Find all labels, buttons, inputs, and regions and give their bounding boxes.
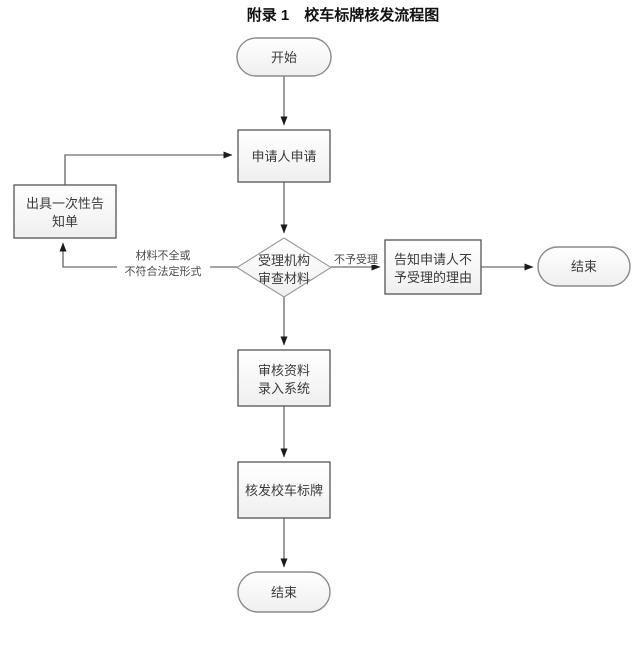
audit-step-shape bbox=[237, 349, 331, 407]
node-issue: 核发校车标牌 bbox=[237, 461, 331, 519]
apply-step-shape bbox=[237, 129, 331, 183]
edge-label-incomplete-line1: 材料不全或 bbox=[136, 248, 191, 262]
apply-label: 申请人申请 bbox=[251, 149, 316, 164]
inform-step-shape bbox=[384, 239, 482, 295]
inform-label-line2: 予受理的理由 bbox=[394, 270, 472, 285]
edge-label-incomplete-line2: 不符合法定形式 bbox=[125, 264, 202, 278]
audit-label-line2: 录入系统 bbox=[258, 381, 310, 396]
inform-label-line1: 告知申请人不 bbox=[394, 252, 472, 267]
diagram-title: 附录 1 校车标牌核发流程图 bbox=[247, 6, 440, 24]
issue-label: 核发校车标牌 bbox=[245, 483, 323, 498]
end-bottom-terminator-shape bbox=[237, 571, 331, 613]
node-inform: 告知申请人不 予受理的理由 bbox=[384, 239, 482, 295]
review-label-line2: 审查材料 bbox=[258, 271, 310, 286]
start-terminator-shape bbox=[236, 37, 332, 77]
node-start: 开始 bbox=[236, 37, 332, 77]
end-right-label: 结束 bbox=[571, 259, 597, 274]
end-right-terminator-shape bbox=[537, 246, 631, 287]
node-end-right: 结束 bbox=[537, 246, 631, 287]
start-label: 开始 bbox=[271, 50, 297, 65]
notice-label-line1: 出具一次性告 bbox=[26, 196, 104, 211]
edge-notice-to-apply bbox=[64, 151, 233, 185]
node-audit: 审核资料 录入系统 bbox=[237, 349, 331, 407]
edge-label-not-accept-text: 不予受理 bbox=[334, 253, 378, 266]
node-review: 受理机构 审查材料 bbox=[235, 237, 333, 298]
edge-label-not-accept: 不予受理 bbox=[333, 251, 379, 266]
end-bottom-label: 结束 bbox=[271, 585, 297, 600]
edge-label-incomplete-bg bbox=[117, 247, 210, 279]
edge-label-not-accept-bg bbox=[333, 251, 379, 265]
issue-step-shape bbox=[237, 461, 331, 519]
notice-label-line2: 知单 bbox=[52, 214, 78, 229]
edge-label-incomplete: 材料不全或 不符合法定形式 bbox=[117, 247, 210, 279]
notice-step-shape bbox=[13, 184, 117, 239]
node-notice: 出具一次性告 知单 bbox=[13, 184, 117, 239]
audit-label-line1: 审核资料 bbox=[258, 363, 310, 378]
node-apply: 申请人申请 bbox=[237, 129, 331, 183]
review-decision-shape bbox=[235, 237, 333, 298]
node-end-bottom: 结束 bbox=[237, 571, 331, 613]
review-label-line1: 受理机构 bbox=[258, 253, 310, 268]
